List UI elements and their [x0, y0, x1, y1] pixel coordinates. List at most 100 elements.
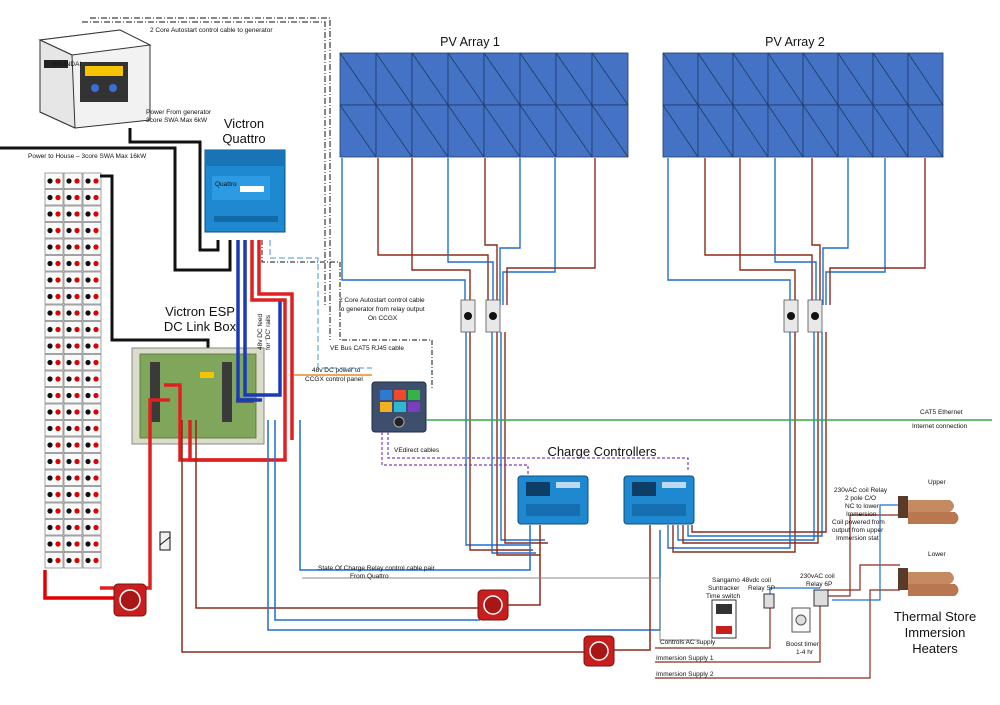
- battery-isolator-switch[interactable]: [113, 583, 147, 617]
- pv-array-1: [339, 52, 629, 158]
- battery-bank: [44, 172, 102, 569]
- isolator-wiring: [181, 420, 661, 653]
- pv2-isolator-switch[interactable]: [583, 635, 615, 667]
- battery-cell-icon: [44, 189, 64, 206]
- battery-cell-icon: [82, 420, 102, 437]
- pv-panel: [483, 104, 521, 158]
- pv-panel: [767, 52, 804, 106]
- quattro-title-2: Quattro: [222, 131, 265, 146]
- pv-panel: [339, 104, 377, 158]
- pv-panel: [519, 104, 557, 158]
- battery-cell-icon: [82, 321, 102, 338]
- label-autostart-generator: 2 Core Autostart control cable to genera…: [150, 27, 273, 34]
- battery-cell-icon: [82, 354, 102, 371]
- pv-breaker-array1-a[interactable]: [460, 299, 476, 333]
- pv-breaker-array2-a[interactable]: [783, 299, 799, 333]
- battery-cell-icon: [63, 288, 83, 305]
- pv-panel: [555, 52, 593, 106]
- battery-cell-icon: [44, 238, 64, 255]
- label-coil-relay-1: 230vAC coil Relay: [834, 487, 888, 494]
- inverter-icon: [204, 149, 286, 233]
- pv-array-1-title: PV Array 1: [440, 35, 500, 49]
- pv1-isolator-switch[interactable]: [477, 589, 509, 621]
- label-coil-relay-7: Immersion stat: [836, 535, 879, 542]
- label-controls-ac: Controls AC supply: [660, 639, 716, 646]
- battery-cell-icon: [82, 238, 102, 255]
- pv-panel: [837, 52, 874, 106]
- label-coil-relay-4: Immersion: [846, 511, 877, 518]
- battery-cell-icon: [63, 189, 83, 206]
- label-dc-ccgx-1: 48v DC power to: [312, 367, 361, 374]
- label-sangamo-1: Sangamo: [712, 577, 740, 584]
- thermal-title-1: Thermal Store: [894, 609, 976, 624]
- battery-cell-icon: [63, 354, 83, 371]
- label-sangamo-2: Suntracker: [708, 585, 740, 592]
- pv-breaker-array1-b[interactable]: [485, 299, 501, 333]
- pv-panel: [591, 104, 629, 158]
- relay-48v-icon: [763, 593, 775, 609]
- battery-cell-icon: [44, 519, 64, 536]
- battery-cell-icon: [82, 387, 102, 404]
- battery-cell-icon: [44, 403, 64, 420]
- esp-title-2: DC Link Box: [164, 319, 237, 334]
- battery-cell-icon: [82, 288, 102, 305]
- label-relay230-2: Relay 6P: [806, 581, 832, 588]
- pv-breaker-array2-b[interactable]: [807, 299, 823, 333]
- pv-panel: [907, 104, 944, 158]
- battery-cell-icon: [63, 304, 83, 321]
- time-switch-icon[interactable]: [711, 599, 737, 639]
- label-ve-direct: VEdirect cables: [394, 447, 440, 454]
- pv-panel: [802, 104, 839, 158]
- label-imm-supply-2: Immersion Supply 2: [656, 671, 714, 678]
- pv-panel: [662, 104, 699, 158]
- label-power-gen-1: Power From generator: [146, 109, 212, 116]
- pv-panel: [375, 104, 413, 158]
- pv-panel: [447, 52, 485, 106]
- label-soc-2: From Quattro: [350, 573, 389, 580]
- pv-panel: [483, 52, 521, 106]
- battery-cell-icon: [82, 552, 102, 569]
- pv-panel: [837, 104, 874, 158]
- label-relay48-2: Relay SP: [748, 585, 775, 592]
- pv-panel: [447, 104, 485, 158]
- label-power-house: Power to House – 3core SWA Max 16kW: [28, 153, 147, 160]
- label-imm-supply-1: Immersion Supply 1: [656, 655, 714, 662]
- pv-panel: [697, 104, 734, 158]
- gen-autostart-cable-2: [90, 17, 331, 340]
- battery-cell-icon: [82, 337, 102, 354]
- battery-cell-icon: [82, 486, 102, 503]
- battery-cell-icon: [44, 337, 64, 354]
- thermal-title-2: Immersion: [905, 625, 966, 640]
- label-dc-feed-1: 48v DC feed: [257, 313, 264, 350]
- battery-cell-icon: [63, 238, 83, 255]
- pv-panel: [662, 52, 699, 106]
- boost-timer-icon[interactable]: [791, 607, 811, 633]
- label-autostart-relay-3: On CCGX: [368, 315, 398, 322]
- battery-cell-icon: [82, 519, 102, 536]
- pv-panel: [872, 104, 909, 158]
- charge-controllers-title: Charge Controllers: [547, 444, 657, 459]
- label-upper: Upper: [928, 479, 947, 486]
- label-dc-ccgx-2: CCGX control panel: [305, 376, 363, 383]
- label-sangamo-3: Time switch: [706, 593, 740, 600]
- battery-cell-icon: [44, 387, 64, 404]
- label-power-gen-2: 3core SWA Max 6kW: [146, 117, 208, 124]
- quattro-face-label: Quattro: [215, 181, 237, 188]
- label-soc-1: State Of Charge Relay control cable pair: [318, 565, 436, 572]
- battery-cell-icon: [63, 255, 83, 272]
- pv-panel: [411, 52, 449, 106]
- label-autostart-relay-1: 2 Core Autostart control cable: [339, 297, 425, 304]
- pv-string-wiring: [341, 158, 926, 556]
- pv-array-2: [662, 52, 944, 158]
- battery-cell-icon: [44, 420, 64, 437]
- pv-array-2-title: PV Array 2: [765, 35, 825, 49]
- pv-panel: [732, 104, 769, 158]
- battery-cell-icon: [63, 436, 83, 453]
- battery-cell-icon: [63, 205, 83, 222]
- ccgx-panel-icon[interactable]: [371, 381, 427, 433]
- quattro-title-1: Victron: [224, 116, 264, 131]
- battery-cell-icon: [63, 370, 83, 387]
- pv-panel: [802, 52, 839, 106]
- inline-fuse: [159, 531, 171, 551]
